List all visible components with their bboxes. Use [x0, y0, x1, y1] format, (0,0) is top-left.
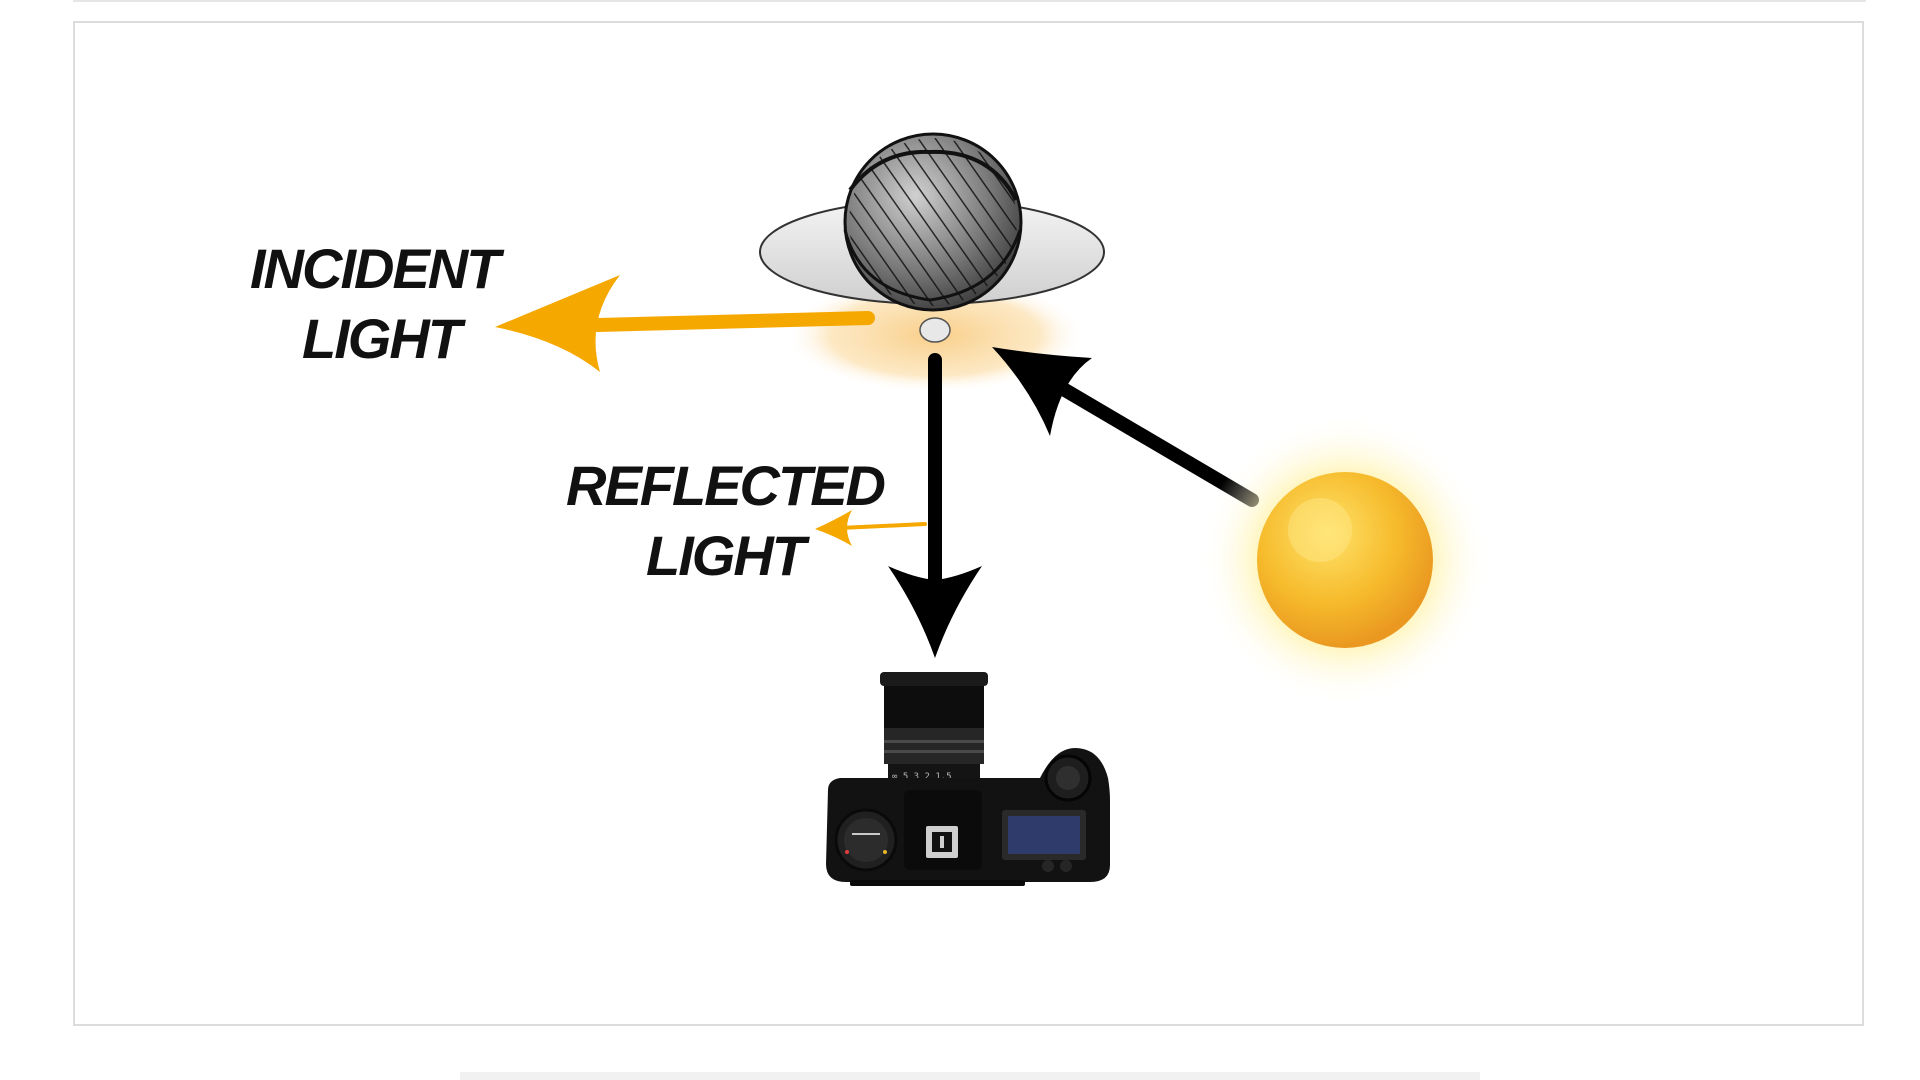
incident-light-arrow — [495, 275, 875, 372]
incident-label-line1: INCIDENT — [250, 237, 505, 300]
top-divider — [73, 0, 1866, 2]
reflected-label-line2: LIGHT — [646, 524, 811, 587]
incident-label-line2: LIGHT — [302, 307, 467, 370]
sun-to-subject-arrow — [992, 347, 1259, 507]
camera-icon: ∞ 5 3 2 1.5 — [826, 672, 1110, 886]
reflected-label-line1: REFLECTED — [566, 454, 885, 517]
sun-icon — [1200, 415, 1490, 705]
bottom-caption-bar — [460, 1072, 1480, 1080]
svg-text:∞ 5 3 2 1.5: ∞ 5 3 2 1.5 — [892, 772, 952, 782]
subject-to-camera-arrow — [888, 353, 982, 658]
reflected-light-arrow — [815, 510, 927, 546]
